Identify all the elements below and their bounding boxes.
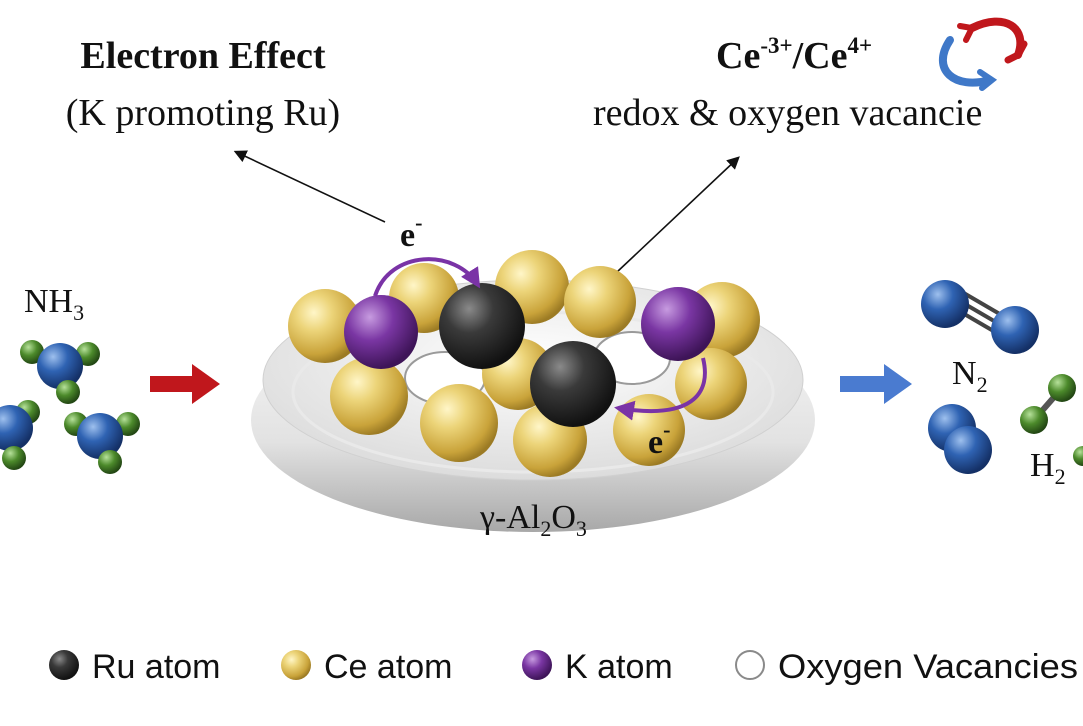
support-sub2: 3	[576, 516, 587, 541]
support-label: γ-Al2O3	[479, 499, 587, 541]
legend-ce-label: Ce atom	[324, 648, 453, 686]
ce-redox-title: Ce-3+/Ce4+	[716, 33, 872, 77]
electron-label-bottom: e-	[648, 417, 670, 461]
ce-atom	[420, 384, 498, 462]
h2-label: H2	[1030, 447, 1066, 489]
ce-redox-sup1: -3+	[760, 33, 792, 58]
nh3-label: NH3	[24, 283, 84, 325]
legend-ru-swatch	[49, 650, 79, 680]
h2-main: H	[1030, 447, 1055, 484]
electron-symbol: e	[648, 424, 663, 461]
electron-effect-subtitle: (K promoting Ru)	[66, 92, 340, 134]
ce-atom	[564, 266, 636, 338]
ru-atom	[530, 341, 616, 427]
n2-label: N2	[952, 355, 988, 397]
nh3-molecule	[64, 412, 140, 474]
nh3-molecule	[20, 340, 100, 404]
nh3-main: NH	[24, 283, 73, 320]
legend-vacancy-label: Oxygen Vacancies	[778, 648, 1078, 686]
electron-label-top: e-	[400, 210, 422, 254]
outflow-arrow	[840, 364, 912, 404]
electron-symbol: e	[400, 217, 415, 254]
redox-cycle-icon	[938, 17, 1028, 91]
ce-redox-prefix: Ce	[716, 35, 760, 77]
electron-effect-pointer-arrow	[233, 150, 386, 223]
ru-atom	[439, 283, 525, 369]
h2-molecule	[1020, 374, 1076, 434]
electron-transfer-arrow-top	[373, 257, 481, 297]
support-mid: O	[551, 499, 576, 536]
inflow-arrow	[150, 364, 220, 404]
ce-atoms	[288, 250, 760, 477]
legend-vacancy-swatch	[735, 650, 765, 680]
legend-ce-swatch	[281, 650, 311, 680]
legend: Ru atom Ce atom K atom Oxygen Vacancies	[49, 648, 1078, 686]
support-prefix: γ-Al	[479, 499, 540, 536]
ce-redox-pointer-arrow	[616, 156, 740, 273]
nh3-sub: 3	[73, 300, 84, 325]
electron-charge: -	[415, 210, 422, 235]
electron-effect-title: Electron Effect	[80, 35, 325, 77]
ru-atoms	[439, 283, 616, 427]
h2-sub: 2	[1055, 464, 1066, 489]
k-atoms	[344, 287, 715, 369]
n2-molecule	[928, 404, 992, 474]
k-atom	[344, 295, 418, 369]
support-sub1: 2	[540, 516, 551, 541]
ce-redox-sup2: 4+	[847, 33, 872, 58]
electron-transfer-arrow-bottom	[614, 357, 707, 421]
legend-k-swatch	[522, 650, 552, 680]
h2-molecule-partial	[1073, 446, 1083, 466]
n2-sub: 2	[977, 372, 988, 397]
n2-molecule	[921, 280, 1039, 354]
k-atom	[641, 287, 715, 361]
ce-redox-mid: /Ce	[792, 35, 848, 77]
nh3-molecule	[0, 400, 40, 470]
electron-charge: -	[663, 417, 670, 442]
ce-atom	[288, 289, 362, 363]
ce-atom	[330, 357, 408, 435]
n2-main: N	[952, 355, 977, 392]
legend-ru-label: Ru atom	[92, 648, 221, 686]
legend-k-label: K atom	[565, 648, 673, 686]
ce-redox-subtitle: redox & oxygen vacancie	[593, 92, 982, 134]
